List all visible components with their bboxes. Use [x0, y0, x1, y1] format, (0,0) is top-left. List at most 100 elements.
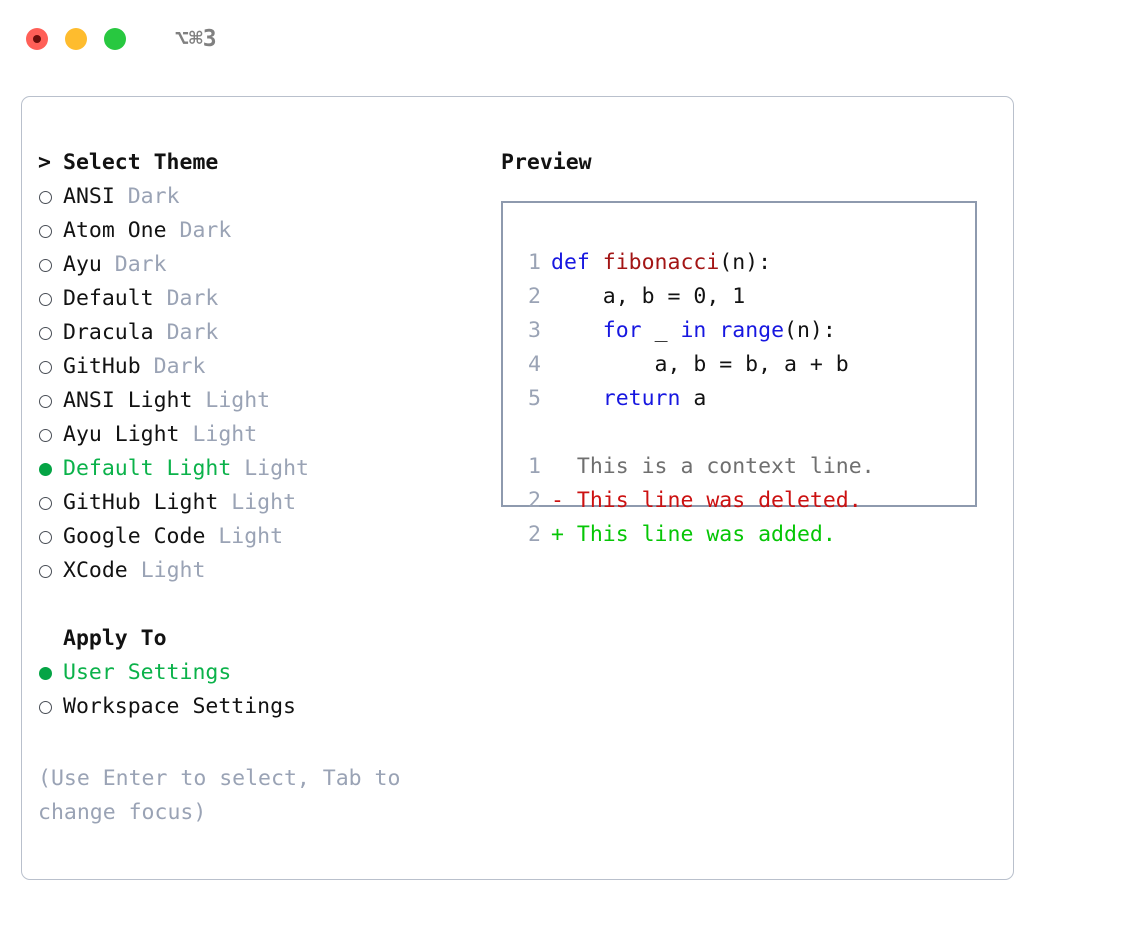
diff-line-text: + This line was added.	[541, 518, 836, 552]
spacer-text	[192, 384, 205, 418]
diff-line: 2+ This line was added.	[513, 518, 875, 552]
spacer-text	[167, 214, 180, 248]
apply-to-option-name: Workspace Settings	[63, 694, 296, 719]
theme-option-name: Default Light	[63, 456, 232, 481]
apply-to-option[interactable]: Workspace Settings	[38, 690, 478, 724]
diff-text: This line was added.	[563, 522, 836, 547]
diff-line-text: - This line was deleted.	[541, 484, 862, 518]
theme-option-name: Google Code	[63, 524, 206, 549]
spacer-text	[154, 316, 167, 350]
code-line-text: a, b = 0, 1	[541, 280, 745, 314]
theme-option[interactable]: Ayu Dark	[38, 248, 478, 282]
caret-icon: >	[38, 150, 51, 175]
diff-text: This line was deleted.	[563, 488, 862, 513]
theme-option-name: ANSI Light	[63, 388, 193, 413]
title-bar: ⌥⌘3	[0, 0, 1140, 78]
apply-to-option-name: User Settings	[63, 660, 232, 685]
theme-option-variant: Dark	[166, 320, 219, 345]
theme-option[interactable]: GitHub Light Light	[38, 486, 478, 520]
line-number: 2	[528, 488, 541, 513]
keyboard-hint-text: (Use Enter to select, Tab to change focu…	[38, 766, 401, 825]
theme-option-name: GitHub Light	[63, 490, 219, 515]
line-number: 1	[528, 250, 541, 275]
code-token: a, b = 0, 1	[551, 284, 746, 309]
line-number: 2	[528, 522, 541, 547]
theme-option[interactable]: XCode Light	[38, 554, 478, 588]
maximize-button[interactable]	[104, 28, 126, 50]
code-token: def	[551, 250, 603, 275]
code-token	[551, 386, 603, 411]
preview-heading: Preview	[501, 150, 592, 175]
theme-option-variant: Dark	[114, 252, 167, 277]
diff-line: 2- This line was deleted.	[513, 484, 875, 518]
minimize-button[interactable]	[65, 28, 87, 50]
code-token	[551, 318, 603, 343]
code-token: a	[680, 386, 707, 411]
apply-to-label: Apply To	[63, 626, 167, 651]
theme-option[interactable]: ANSI Dark	[38, 180, 478, 214]
diff-marker	[551, 454, 564, 479]
spacer-text	[154, 282, 167, 316]
apply-to-option[interactable]: User Settings	[38, 656, 478, 690]
spacer-text	[180, 418, 193, 452]
theme-option[interactable]: GitHub Dark	[38, 350, 478, 384]
list-spacer	[38, 588, 478, 622]
code-line-text: for _ in range(n):	[541, 314, 836, 348]
code-line: 4 a, b = b, a + b	[513, 348, 875, 382]
theme-option[interactable]: Google Code Light	[38, 520, 478, 554]
theme-option-variant: Light	[231, 490, 297, 515]
spacer-text	[115, 180, 128, 214]
line-number: 2	[528, 284, 541, 309]
theme-option-variant: Dark	[127, 184, 180, 209]
theme-option[interactable]: Ayu Light Light	[38, 418, 478, 452]
theme-option-name: Ayu	[63, 252, 102, 277]
line-number: 4	[528, 352, 541, 377]
code-line: 2 a, b = 0, 1	[513, 280, 875, 314]
theme-option[interactable]: Atom One Dark	[38, 214, 478, 248]
spacer-text	[128, 554, 141, 588]
code-token: (n):	[784, 318, 836, 343]
theme-option-name: Atom One	[63, 218, 167, 243]
theme-option[interactable]: Dracula Dark	[38, 316, 478, 350]
theme-option-variant: Dark	[153, 354, 206, 379]
close-button[interactable]	[26, 28, 48, 50]
diff-text: This is a context line.	[563, 454, 875, 479]
theme-option-name: XCode	[63, 558, 128, 583]
theme-option[interactable]: Default Light Light	[38, 452, 478, 486]
code-diff-gap	[513, 416, 875, 450]
window-controls	[26, 28, 126, 50]
spacer-text	[102, 248, 115, 282]
theme-option-name: ANSI	[63, 184, 115, 209]
theme-option-name: Ayu Light	[63, 422, 180, 447]
theme-option-variant: Dark	[166, 286, 219, 311]
code-line-text: def fibonacci(n):	[541, 246, 771, 280]
code-line: 5 return a	[513, 382, 875, 416]
theme-option-variant: Light	[140, 558, 206, 583]
theme-option-variant: Dark	[179, 218, 232, 243]
code-token: for	[602, 318, 642, 343]
diff-marker: +	[551, 522, 564, 547]
keyboard-shortcut-label: ⌥⌘3	[175, 25, 217, 52]
theme-option-name: Dracula	[63, 320, 154, 345]
code-token: return	[602, 386, 681, 411]
code-token	[706, 318, 719, 343]
spacer-text	[231, 452, 244, 486]
spacer-text	[218, 486, 231, 520]
code-token: a, b = b, a + b	[551, 352, 849, 377]
line-number: 5	[528, 386, 541, 411]
theme-option[interactable]: ANSI Light Light	[38, 384, 478, 418]
diff-line: 1 This is a context line.	[513, 450, 875, 484]
code-token: (n):	[719, 250, 772, 275]
apply-to-heading: Apply To	[38, 622, 478, 656]
code-line: 3 for _ in range(n):	[513, 314, 875, 348]
theme-option[interactable]: Default Dark	[38, 282, 478, 316]
theme-option-variant: Light	[218, 524, 284, 549]
